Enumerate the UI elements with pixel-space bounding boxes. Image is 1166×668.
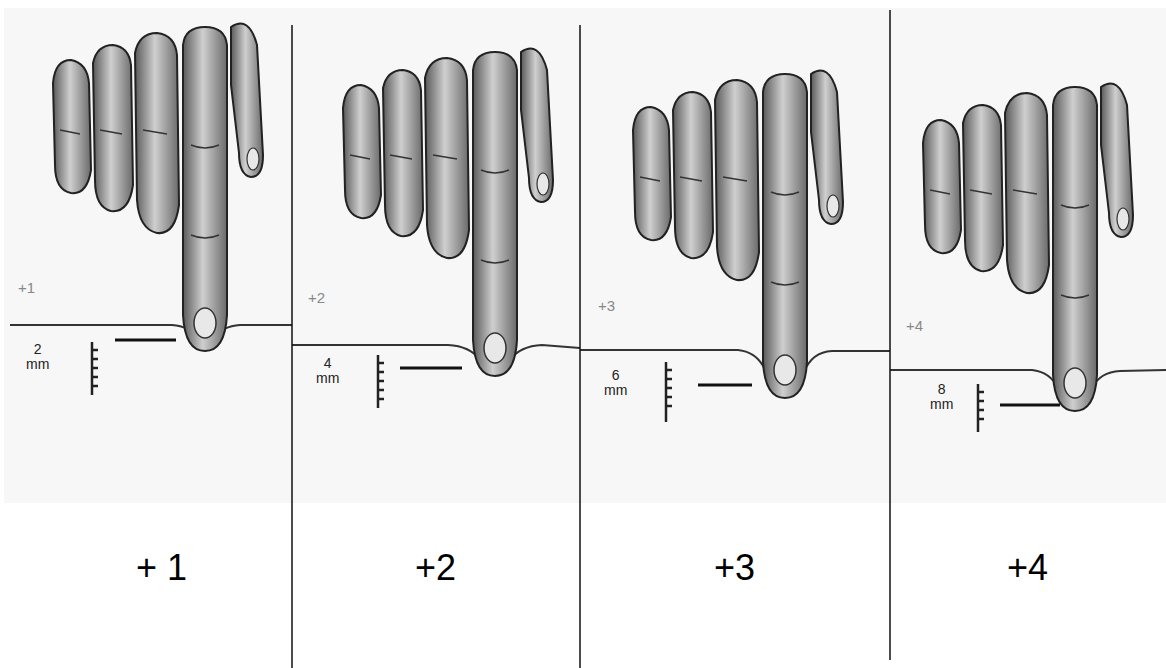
grade-heading: +4 bbox=[1007, 548, 1048, 588]
depth-label: 8 mm bbox=[930, 382, 953, 413]
grade-label: +1 bbox=[18, 280, 35, 297]
depth-label: 2 mm bbox=[26, 342, 49, 373]
grade-heading: +2 bbox=[415, 548, 456, 588]
depth-label: 4 mm bbox=[316, 356, 339, 387]
grade-heading: + 1 bbox=[136, 548, 187, 588]
grade-heading: +3 bbox=[714, 548, 755, 588]
grade-label: +3 bbox=[598, 298, 615, 315]
grade-label: +2 bbox=[308, 290, 325, 307]
grade-label: +4 bbox=[906, 318, 923, 335]
depth-label: 6 mm bbox=[604, 368, 627, 399]
